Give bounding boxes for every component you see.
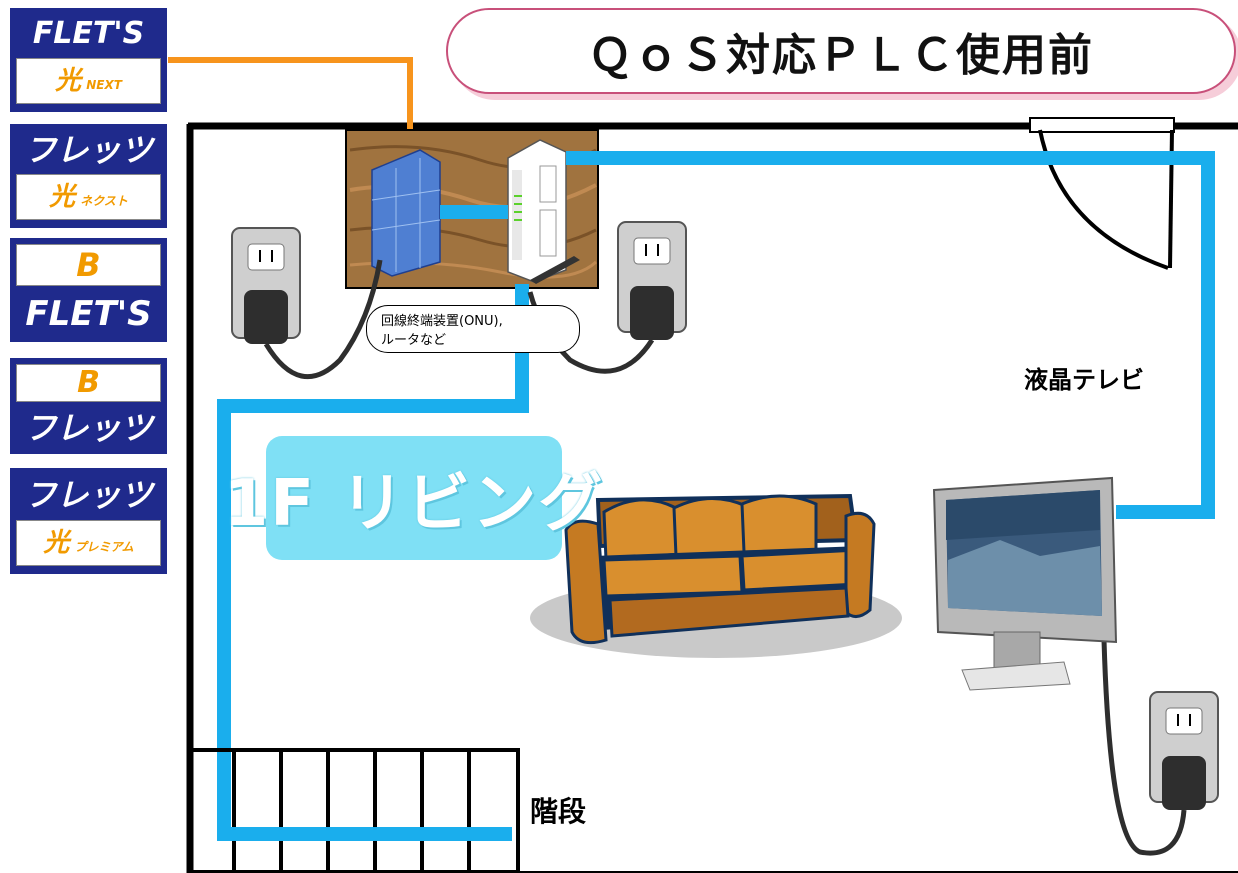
badge-sub-text: NEXT [86, 78, 122, 92]
page-title: ＱｏＳ対応ＰＬＣ使用前 [588, 30, 1094, 81]
badge-box: 光 ネクスト [16, 174, 161, 220]
title-banner: ＱｏＳ対応ＰＬＣ使用前 [446, 8, 1236, 94]
staircase-icon [188, 748, 520, 873]
badge-main-text: 光 [49, 182, 76, 212]
badge-main-text: FLET'S [25, 294, 152, 334]
lan-cable-router-to-tv [566, 151, 1215, 519]
fiber-cable [168, 57, 413, 150]
badge-top-text: フレッツ [24, 131, 153, 169]
badge-main-text: フレッツ [24, 409, 153, 447]
onu-device-icon [371, 149, 441, 277]
badge-box: 光 プレミアム [16, 520, 161, 566]
door-swing-icon [1029, 117, 1175, 270]
badge-main-text: 光 [43, 528, 70, 558]
badge-top-text: フレッツ [24, 476, 153, 514]
badge-top-text: FLET'S [32, 16, 145, 51]
callout-line-2: ルータなど [381, 333, 447, 348]
badge-box: 光 NEXT [16, 58, 161, 104]
badge-box: B [16, 364, 161, 402]
badge-top-text: B [76, 246, 101, 284]
wall-outlet-icon [1101, 639, 1219, 856]
service-badge-flets-hikari-next: FLET'S 光 NEXT [10, 8, 167, 112]
service-badge-flets-hikari-premium: フレッツ 光 プレミアム [10, 468, 167, 574]
badge-main-text: 光 [55, 66, 82, 96]
stairs-label: 階段 [530, 795, 587, 828]
service-badge-b-flets: B FLET'S [10, 238, 167, 342]
service-badge-b-flets-kana: B フレッツ [10, 358, 167, 454]
router-device-icon [507, 139, 580, 284]
callout-line-1: 回線終端装置(ONU), [381, 314, 503, 329]
onu-router-callout: 回線終端装置(ONU), ルータなど [366, 305, 580, 353]
badge-sub-text: ネクスト [80, 194, 128, 208]
lcd-tv-icon [932, 476, 1118, 691]
tv-label: 液晶テレビ [1024, 366, 1144, 394]
badge-box: B [16, 244, 161, 286]
badge-sub-text: プレミアム [74, 540, 134, 554]
room-label-box: 1F リビング [224, 436, 602, 560]
sofa-icon [530, 493, 902, 658]
service-badge-flets-hikari-nekusuto: フレッツ 光 ネクスト [10, 124, 167, 228]
badge-top-text: B [77, 365, 100, 400]
wall-outlet-icon [231, 227, 383, 380]
room-label: 1F リビング [223, 467, 605, 541]
